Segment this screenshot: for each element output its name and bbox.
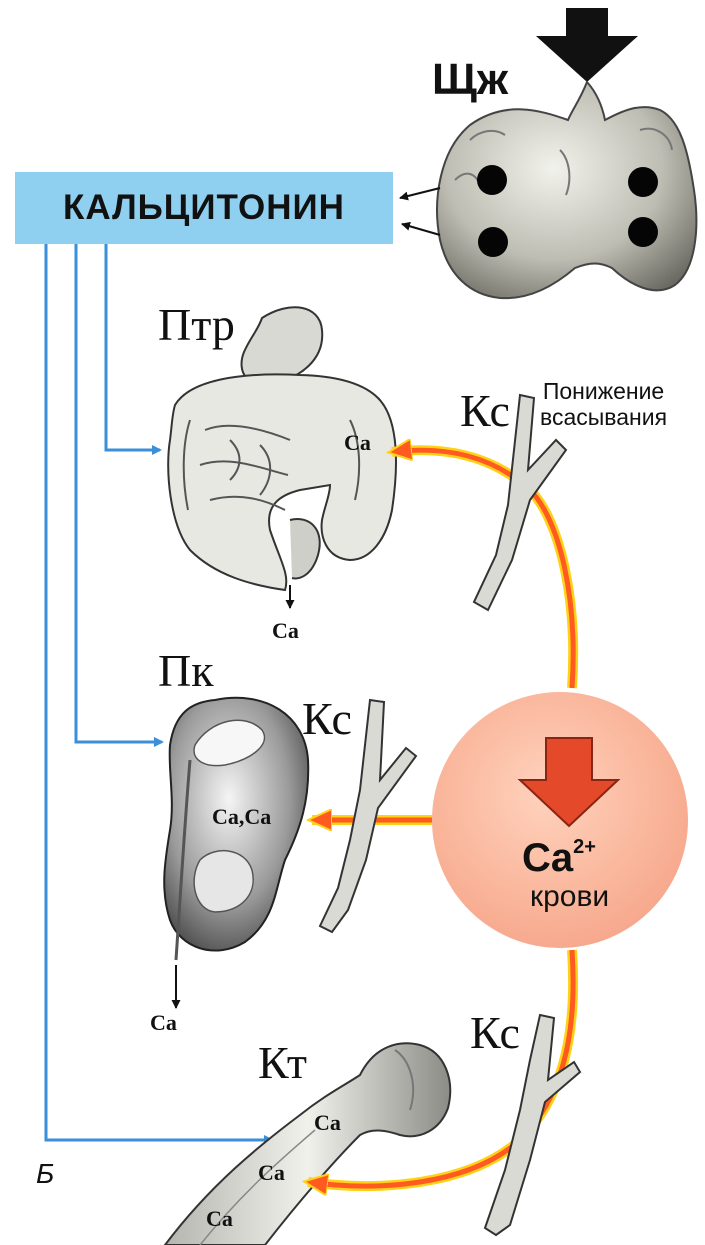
- secretion-arrow-1: [400, 188, 440, 198]
- blood-calcium-label: Ca2+: [522, 836, 596, 881]
- ca-kidney-site: Ca,Ca: [212, 806, 271, 828]
- kidney-label: Пк: [158, 648, 214, 694]
- calcitonin-box: КАЛЬЦИТОНИН: [15, 172, 393, 244]
- bone-label: Кт: [258, 1040, 307, 1086]
- vessel-label-middle: Кс: [302, 696, 352, 742]
- thyroid-gland-illustration: [437, 82, 696, 298]
- calcitonin-label: КАЛЬЦИТОНИН: [63, 188, 345, 228]
- ca-gut-out: Ca: [272, 620, 299, 642]
- vessel-label-top: Кс: [460, 388, 510, 434]
- reduction-line-1: Понижение: [540, 378, 667, 404]
- reduction-note: Понижение всасывания: [540, 378, 667, 431]
- thyroid-label: Щж: [432, 58, 508, 102]
- input-arrow: [536, 8, 638, 82]
- ca-bone-1: Ca: [314, 1112, 341, 1134]
- vessel-label-bottom: Кс: [470, 1010, 520, 1056]
- ca-bone-2: Ca: [258, 1162, 285, 1184]
- blood-to-gut-arrow: [392, 450, 573, 688]
- digestive-tract-label: Птр: [158, 302, 235, 348]
- blue-arrow-to-gut: [106, 244, 160, 450]
- ca-gut-site: Ca: [344, 432, 371, 454]
- blood-ion: Ca: [522, 836, 573, 880]
- ca-bone-3: Ca: [206, 1208, 233, 1230]
- blood-charge: 2+: [573, 836, 596, 858]
- blood-word: крови: [530, 880, 609, 914]
- ca-kidney-out: Ca: [150, 1012, 177, 1034]
- secretion-arrow-2: [402, 224, 440, 235]
- blue-arrow-to-kidney: [76, 244, 162, 742]
- panel-letter: Б: [36, 1160, 54, 1188]
- reduction-line-2: всасывания: [540, 404, 667, 430]
